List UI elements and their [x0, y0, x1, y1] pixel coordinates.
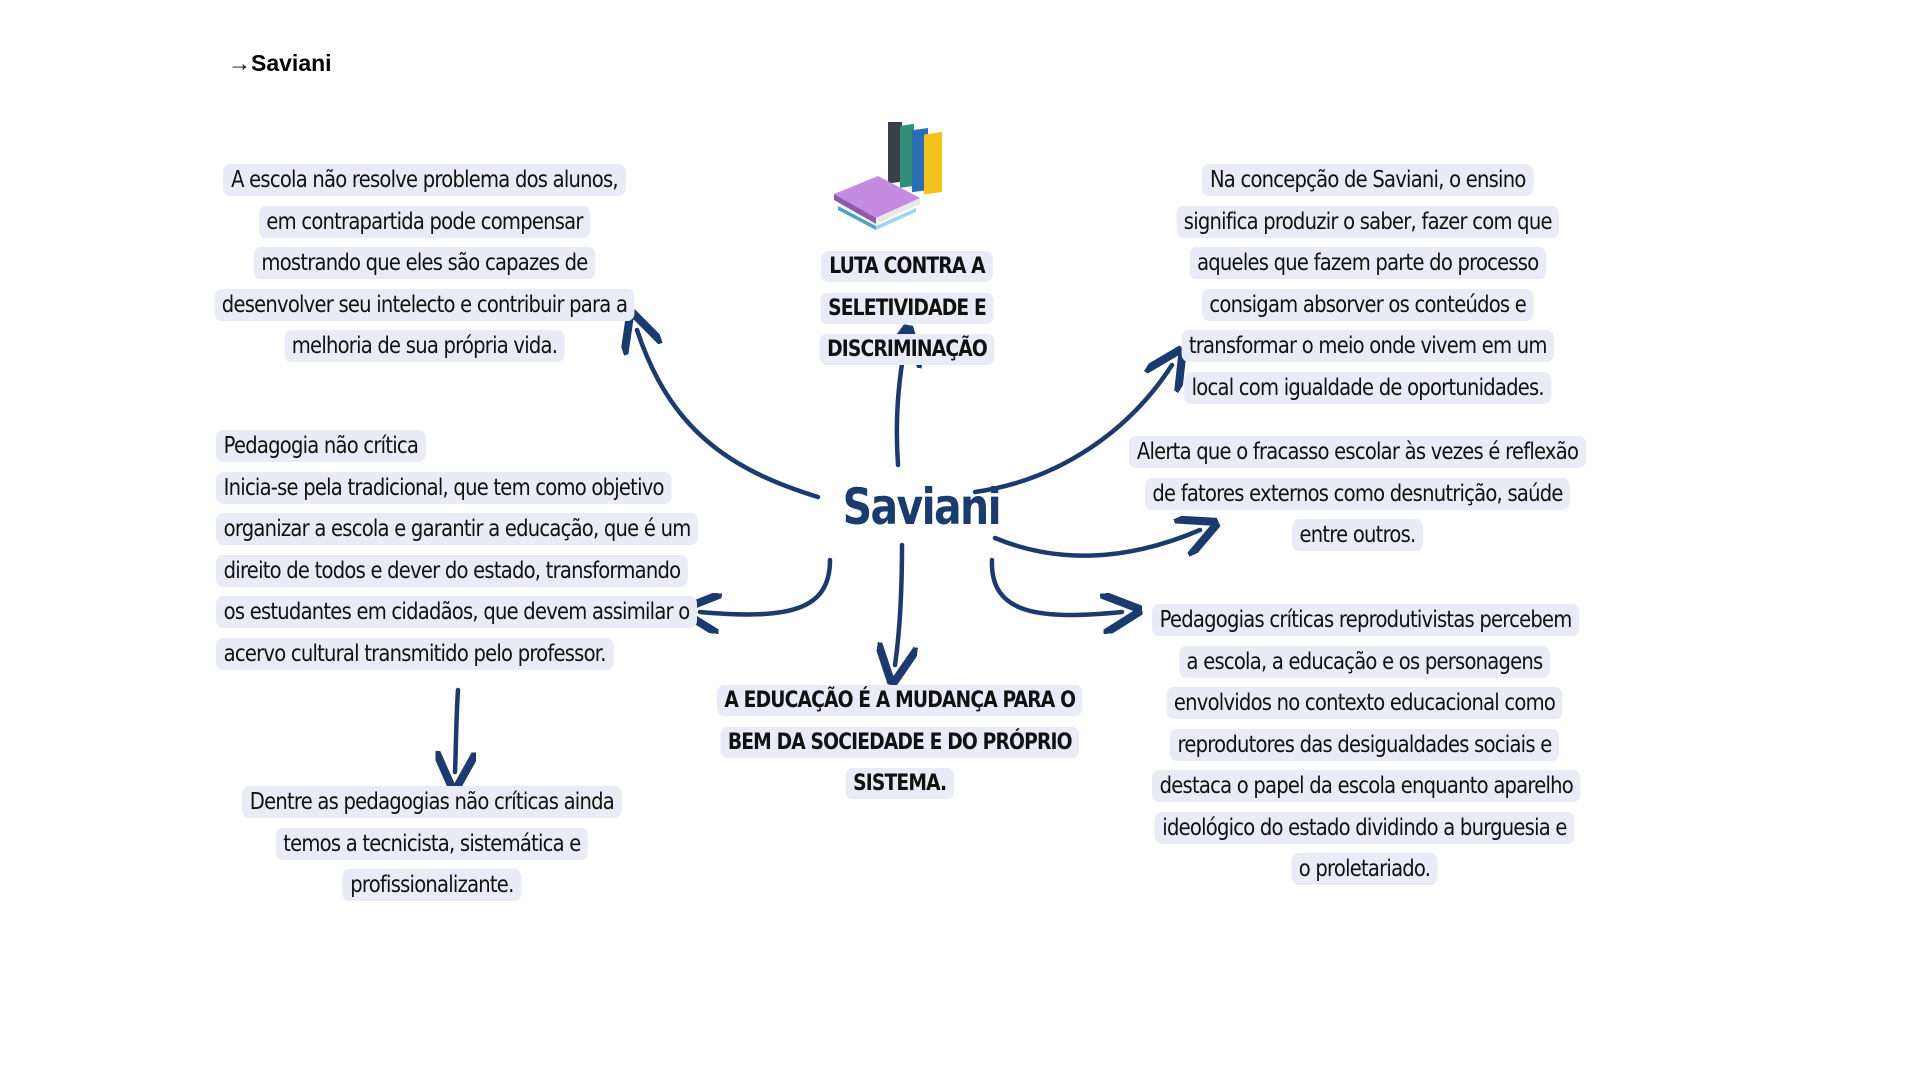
node-middle-right: Alerta que o fracasso escolar às vezes é… [1128, 432, 1587, 557]
node-top-right-text: Na concepção de Saviani, o ensino signif… [1176, 164, 1560, 404]
arrow-to-top-left [637, 330, 821, 500]
central-topic: Saviani [842, 478, 1002, 536]
arrow-to-bottom-right [989, 557, 1122, 615]
node-top-center: LUTA CONTRA A SELETIVIDADE E DISCRIMINAÇ… [754, 246, 1060, 371]
node-middle-right-text: Alerta que o fracasso escolar às vezes é… [1129, 436, 1586, 551]
arrow-to-middle-left [700, 557, 833, 614]
node-middle-left: Pedagogia não crítica Inicia-se pela tra… [216, 426, 699, 675]
node-bottom-right-text: Pedagogias críticas reprodutivistas perc… [1152, 604, 1581, 885]
node-top-center-text: LUTA CONTRA A SELETIVIDADE E DISCRIMINAÇ… [819, 251, 995, 365]
node-bottom-left-text: Dentre as pedagogias não críticas ainda … [242, 786, 622, 901]
node-bottom-center: A EDUCAÇÃO É A MUDANÇA PARA O BEM DA SOC… [700, 680, 1100, 805]
arrow-to-bottom-center [895, 542, 902, 665]
node-bottom-right: Pedagogias críticas reprodutivistas perc… [1152, 600, 1581, 891]
node-middle-left-title: Pedagogia não crítica [216, 430, 426, 462]
node-top-left-text: A escola não resolve problema dos alunos… [214, 164, 635, 362]
books-icon [834, 122, 942, 230]
page-heading: →Saviani [228, 50, 332, 76]
node-top-right: Na concepção de Saviani, o ensino signif… [1168, 160, 1568, 409]
node-top-left: A escola não resolve problema dos alunos… [212, 160, 637, 368]
node-bottom-center-text: A EDUCAÇÃO É A MUDANÇA PARA O BEM DA SOC… [716, 685, 1083, 799]
arrow-to-bottom-left [455, 687, 458, 772]
node-middle-left-body: Inicia-se pela tradicional, que tem como… [216, 471, 699, 670]
arrow-to-middle-right [992, 530, 1200, 558]
node-bottom-left: Dentre as pedagogias não críticas ainda … [230, 782, 634, 907]
arrow-to-top-right [972, 365, 1172, 495]
